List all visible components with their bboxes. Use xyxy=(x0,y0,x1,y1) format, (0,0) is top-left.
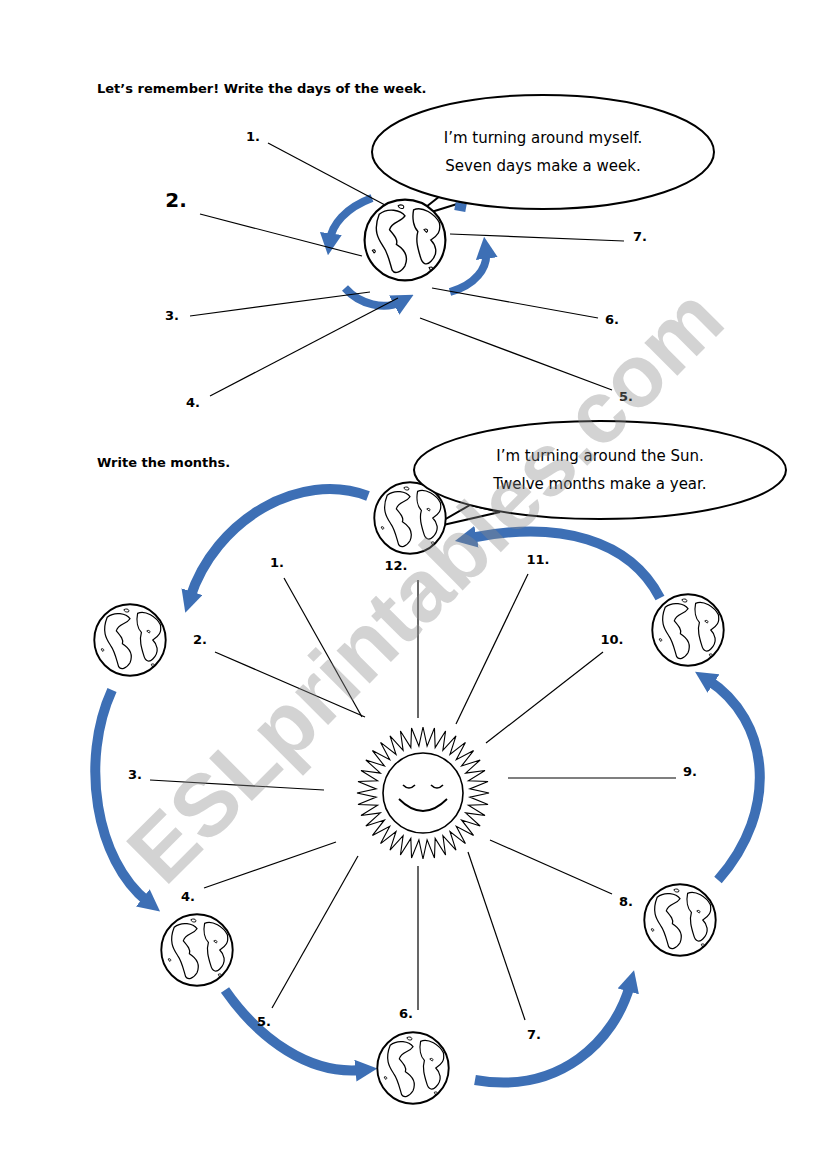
leader-line xyxy=(468,852,525,1020)
orbit-arrow xyxy=(708,680,760,880)
rotation-arrow xyxy=(455,206,466,208)
orbit-arrow xyxy=(95,690,148,902)
orbit-arrow xyxy=(225,990,362,1070)
callout-number: 1. xyxy=(270,556,284,571)
bubble-outline xyxy=(371,94,715,210)
callout-number: 4. xyxy=(186,396,200,411)
bubble-text: I’m turning around myself. xyxy=(444,129,643,147)
rotation-arrow xyxy=(345,288,400,306)
callout-number: 2. xyxy=(165,189,187,212)
earth-globe xyxy=(652,594,723,665)
orbit-arrow xyxy=(190,489,368,598)
leader-line xyxy=(200,214,362,256)
leader-line xyxy=(272,856,358,1008)
leader-line xyxy=(486,652,603,743)
callout-number: 2. xyxy=(193,633,207,648)
bubble-ellipse xyxy=(372,95,714,209)
callout-number: 5. xyxy=(257,1015,271,1030)
rotation-arrows xyxy=(330,198,486,306)
sun-eye xyxy=(403,785,415,788)
instruction-heading: Write the months. xyxy=(97,456,230,471)
orbit-arrow xyxy=(475,985,630,1083)
callout-number: 7. xyxy=(633,230,647,245)
callout-number: 11. xyxy=(526,553,549,568)
earth-globe xyxy=(365,200,446,281)
callout-number: 1. xyxy=(246,130,260,145)
callout-number: 3. xyxy=(165,309,179,324)
instruction-heading: Let’s remember! Write the days of the we… xyxy=(97,82,427,97)
sun-face xyxy=(383,753,463,833)
callout-number: 9. xyxy=(683,765,697,780)
earth-globe xyxy=(644,884,715,955)
sun-rays xyxy=(357,727,489,859)
callout-number: 6. xyxy=(399,1007,413,1022)
callout-number: 3. xyxy=(128,768,142,783)
callout-number: 10. xyxy=(600,633,623,648)
leader-line xyxy=(268,143,385,205)
earth-globe xyxy=(161,914,232,985)
callout-number: 8. xyxy=(619,895,633,910)
leader-line xyxy=(508,777,676,778)
leader-line xyxy=(490,840,612,894)
speech-bubble: I’m turning around myself. Seven days mak… xyxy=(371,94,715,210)
bubble-text: Seven days make a week. xyxy=(445,157,640,175)
sun-smile xyxy=(399,799,447,811)
leader-line xyxy=(210,298,398,396)
earth-globe xyxy=(94,604,165,675)
sun-drawing xyxy=(357,727,489,859)
earth-globe xyxy=(377,1032,448,1103)
leader-line xyxy=(417,866,418,1010)
leader-line xyxy=(450,234,624,241)
bubble-ellipse xyxy=(414,421,786,519)
leader-line xyxy=(432,288,598,318)
sun-eye xyxy=(431,785,443,788)
leader-line xyxy=(190,292,370,316)
callout-number: 7. xyxy=(527,1028,541,1043)
rotation-arrow xyxy=(450,252,486,292)
